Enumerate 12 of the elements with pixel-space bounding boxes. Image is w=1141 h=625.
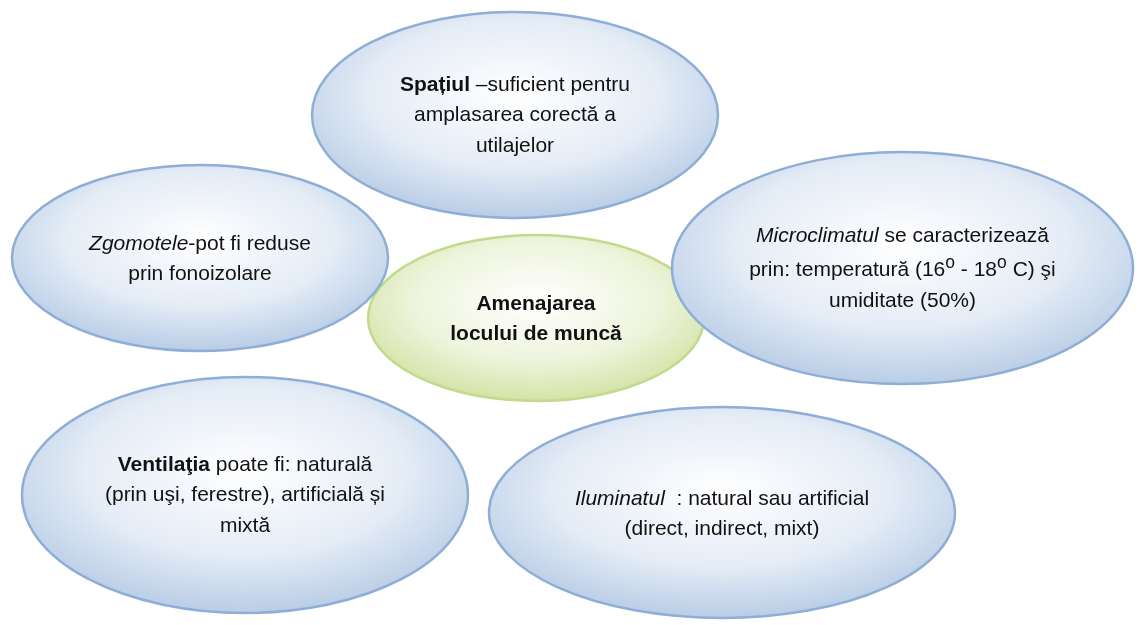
node-text: Spațiul –suficient pentru amplasarea corectă a utilajelor — [399, 71, 631, 159]
node-text: Iluminatul : natural sau artificial (direct, indirect, mixt) — [573, 484, 871, 541]
ellipse-node — [20, 375, 470, 615]
ellipse-node — [366, 233, 706, 403]
ellipse-node — [670, 150, 1135, 386]
ellipse-node — [10, 163, 390, 353]
node-text: Zgomotele-pot fi reduse prin fonoizolare — [87, 229, 312, 286]
node-text: Amenajarea locului de muncă — [449, 289, 623, 346]
ellipse-node — [310, 10, 720, 220]
node-text: Ventilaţia poate fi: naturală (prin uşi, ferestre), artificială și mixtă — [103, 451, 387, 539]
node-text: Microclimatul se caracterizează prin: temperatură (16$^{o}$ - 18$^{o}$ C) şi umiditate (50%) — [748, 222, 1057, 314]
ellipse-node — [487, 405, 957, 620]
